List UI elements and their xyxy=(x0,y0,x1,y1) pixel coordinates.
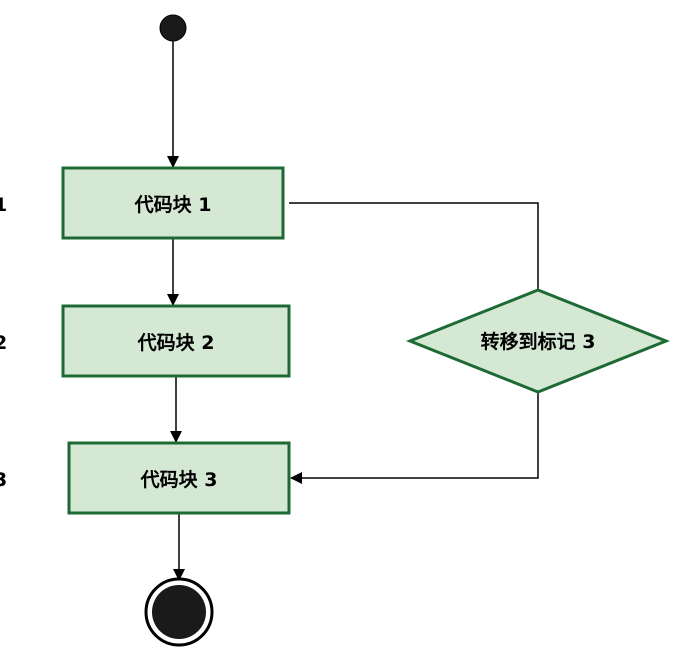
code-block-3-label: 代码块 3 xyxy=(140,469,218,491)
decision-goto-label-3: 转移到标记 3 xyxy=(405,288,671,394)
edge-block1-to-decision xyxy=(289,202,539,290)
side-label-3: 3 xyxy=(0,469,7,491)
code-block-2-label: 代码块 2 xyxy=(137,332,215,354)
code-block-2: 代码块 2 xyxy=(61,304,291,378)
code-block-3: 代码块 3 xyxy=(67,441,291,515)
code-block-1: 代码块 1 xyxy=(61,166,285,240)
side-label-2: 2 xyxy=(0,332,7,354)
decision-label: 转移到标记 3 xyxy=(481,330,596,353)
start-node xyxy=(159,14,187,42)
code-block-1-label: 代码块 1 xyxy=(134,194,212,216)
end-node xyxy=(144,577,214,647)
edge-decision-to-block3 xyxy=(290,390,539,484)
side-label-1: 1 xyxy=(0,194,7,216)
